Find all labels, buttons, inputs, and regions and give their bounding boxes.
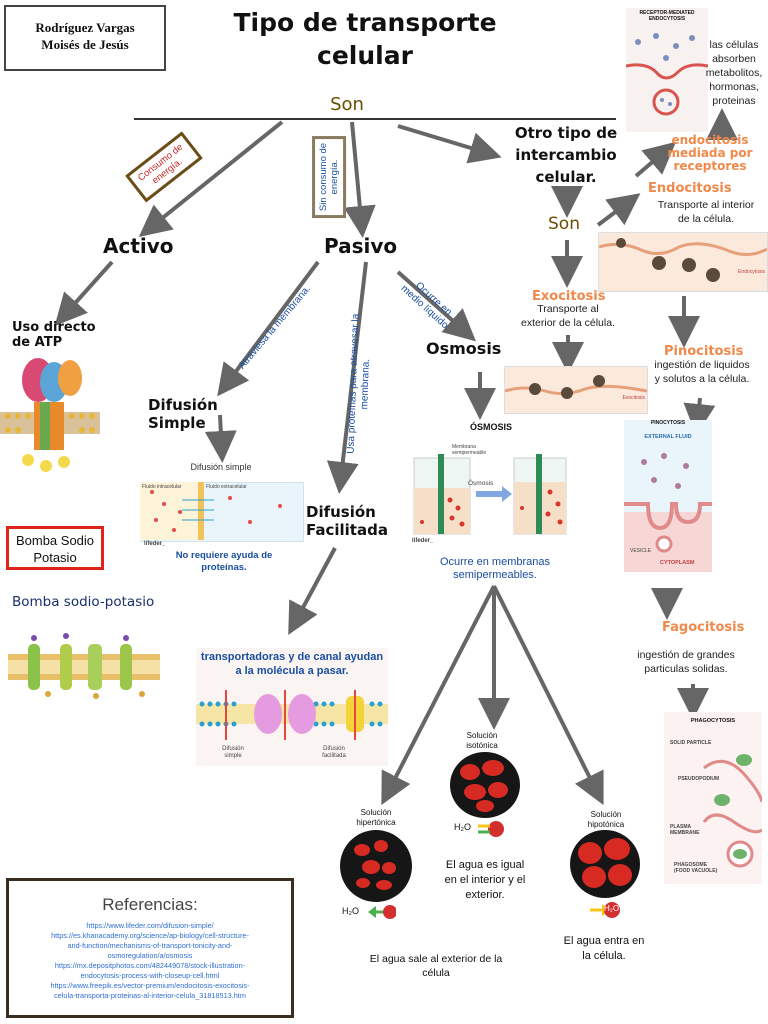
receptor-mediated-image: RECEPTOR-MEDIATED ENDOCYTOSIS: [626, 8, 708, 132]
difusion-facilitada-image: transportadoras y de canal ayudan a la m…: [196, 648, 388, 766]
solucion-isotonica-label: Solución isotónica: [466, 731, 498, 750]
referencias-title: Referencias:: [102, 895, 198, 914]
usa-proteinas-label: Usa proteínas para atravesar la membrana…: [345, 313, 372, 454]
bomba-caption: Bomba sodio-potasio: [12, 594, 155, 610]
arrow-son-endocitosis: [596, 193, 641, 227]
sin-consumo-energia-box: Sin consumo de energía.: [312, 135, 347, 219]
h2o-equal-arrow-icon: [476, 820, 506, 838]
otro-tipo-node: Otro tipo de intercambio celular.: [514, 124, 618, 186]
endocitosis-receptores-label: endocitosis mediada por receptores: [667, 133, 753, 173]
endocitosis-label: Endocitosis: [648, 181, 732, 196]
activo-node: Activo: [103, 234, 174, 258]
son-label: Son: [330, 94, 364, 115]
referencias-box: Referencias: https://www.lifeder.com/dif…: [6, 878, 294, 1018]
isotonica-cell-image: [450, 752, 520, 818]
h2o-iso-label: H₂O: [454, 822, 471, 832]
osmosis-node: Osmosis: [426, 339, 502, 358]
fagocitosis-desc: ingestión de grandes particulas solidas.: [637, 649, 735, 675]
no-requiere-proteinas: No requiere ayuda de proteínas.: [175, 550, 273, 573]
pinocitosis-desc: ingestión de liquidos y solutos a la cél…: [654, 359, 750, 385]
exocitosis-image: Exocitosis: [504, 366, 648, 414]
ref-link[interactable]: https://www.lifeder.com/difusion-simple/: [86, 921, 214, 930]
h2o-in-arrow-icon: [586, 900, 620, 920]
ocurre-membranas: Ocurre en membranas semipermeables.: [439, 556, 551, 581]
ref-link[interactable]: endocytosis-process-with-closeup-cell.ht…: [80, 971, 220, 980]
agua-igual-desc: El agua es igual en el interior y el ext…: [444, 859, 526, 901]
agua-sale-desc: El agua sale al exterior de la célula: [369, 953, 503, 979]
arrow-facilitada-img: [288, 547, 337, 636]
endocitosis-desc: Transporte al interior de la célula.: [657, 199, 755, 225]
pinocitosis-label: Pinocitosis: [664, 344, 744, 359]
membrane-pump-illustration: [8, 630, 160, 700]
ref-link[interactable]: celula-transporta-proteinas-al-interior-…: [54, 991, 246, 1000]
arrow-son-otro: [397, 124, 502, 164]
osmosis-image: ÓSMOSIS Membrana semipermeable Ósmosis l…: [410, 422, 572, 550]
h2o-hiper-label: H₂O: [342, 906, 359, 916]
atraviesa-membrana-label: Atraviesa la membrana.: [236, 283, 313, 372]
endocytosis-image: Endocytosis: [598, 232, 768, 292]
difusion-facilitada-node: Difusión Facilitada: [306, 503, 388, 539]
exocitosis-label: Exocitosis: [532, 289, 606, 304]
pinocytosis-image: PINOCYTOSIS EXTERNAL FLUID VESICLE CYTOP…: [624, 420, 712, 572]
author-name-box: Rodríguez Vargas Moisés de Jesús: [4, 5, 166, 71]
h2o-out-arrow-icon: [366, 904, 397, 920]
hipertonica-cell-image: [340, 830, 412, 902]
ref-link[interactable]: https://www.freepik.es/vector-premium/en…: [50, 981, 250, 990]
h2o-hipo-label: H₂O: [604, 904, 620, 913]
difusion-simple-image: Difusión simple Fluido intracelular Flui…: [140, 462, 304, 550]
ref-link[interactable]: https://mx.depositphotos.com/482449078/s…: [54, 961, 246, 970]
otro-son-label: Son: [548, 214, 580, 234]
ref-link[interactable]: osmoregulation/a/osmosis: [107, 951, 193, 960]
arrow-activo-atp: [54, 260, 114, 326]
page-title: Tipo de transporte celular: [233, 8, 497, 70]
author-line-1: Rodríguez Vargas: [35, 20, 135, 35]
solucion-hipotonica-label: Solución hipotónica: [587, 810, 625, 829]
solucion-hipertonica-label: Solución hipertónica: [356, 808, 396, 827]
pasivo-node: Pasivo: [324, 234, 398, 258]
absorben-desc: las células absorben metabolitos, hormon…: [705, 39, 763, 107]
consumo-energia-box: Consumo de energía.: [125, 131, 203, 203]
bomba-sodio-potasio-box: Bomba Sodio Potasio: [6, 526, 104, 570]
agua-entra-desc: El agua entra en la célula.: [563, 935, 645, 962]
hipotonica-cell-image: [570, 830, 640, 898]
arrow-simple-img: [204, 414, 237, 463]
ref-link[interactable]: and-function/mechanisms-of-transport-ton…: [67, 941, 233, 950]
exocitosis-desc: Transporte al exterior de la célula.: [521, 303, 615, 329]
phagocytosis-image: PHAGOCYTOSIS SOLID PARTICLE PSEUDOPODIUM…: [664, 712, 762, 884]
referencias-links: https://www.lifeder.com/difusion-simple/…: [9, 921, 291, 1001]
uso-directo-atp: Uso directo de ATP: [12, 320, 96, 350]
difusion-simple-node: Difusión Simple: [148, 396, 218, 432]
atp-pump-illustration: [0, 350, 100, 480]
divider-line: [134, 118, 616, 120]
fagocitosis-label: Fagocitosis: [662, 620, 745, 635]
ref-link[interactable]: https://es.khanacademy.org/science/ap-bi…: [51, 931, 249, 940]
author-line-2: Moisés de Jesús: [41, 37, 129, 52]
ocurre-medio-liquido-label: Ocurre en medio líquido.: [398, 280, 454, 334]
arrow-son-pasivo: [343, 121, 376, 238]
